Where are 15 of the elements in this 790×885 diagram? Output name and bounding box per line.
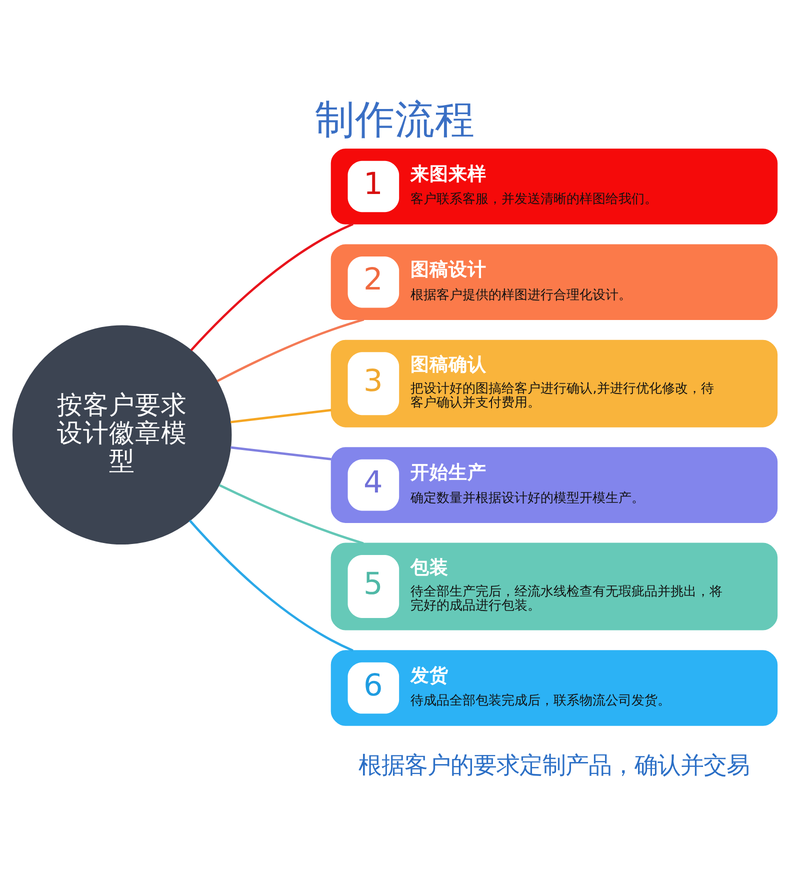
node-box: 5 包装 待全部生产完后，经流水线检查有无瑕疵品并挑出，将完好的成品进行包装。 <box>330 542 778 630</box>
connector <box>230 446 332 460</box>
connector <box>216 318 364 382</box>
node-circle: 按客户要求设计徽章模型 <box>12 325 232 545</box>
node-box: 2 图稿设计 根据客户提供的样图进行合理化设计。 <box>330 244 778 320</box>
connector <box>230 408 332 424</box>
node-box: 6 发货 待成品全部包装完成后，联系物流公司发货。 <box>330 650 778 726</box>
connector <box>189 520 354 652</box>
node-box: 4 开始生产 确定数量并根据设计好的模型开模生产。 <box>330 447 778 523</box>
node-box: 3 图稿确认 把设计好的图搞给客户进行确认,并进行优化修改，待客户确认并支付费用。 <box>330 340 778 428</box>
caption: 根据客户的要求定制产品，确认并交易 <box>358 752 750 780</box>
diagram-title: 制作流程 <box>315 97 475 144</box>
connector <box>218 484 364 544</box>
connector <box>190 222 354 352</box>
node-box: 1 来图来样 客户联系客服，并发送清晰的样图给我们。 <box>330 148 778 224</box>
